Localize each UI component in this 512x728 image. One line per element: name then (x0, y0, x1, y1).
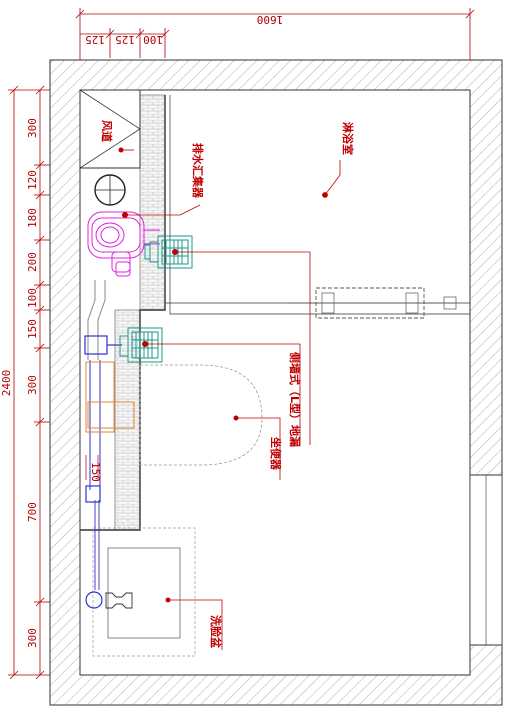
top-dimensions (75, 8, 475, 60)
drain-collector-label: 排水汇集器 (191, 143, 205, 199)
floor-drain-lower (119, 327, 163, 363)
left-dimensions (8, 85, 50, 680)
dim-left-seg-700: 700 (26, 502, 39, 522)
inner-dimension-150: 150 (85, 455, 102, 482)
dim-150-inner: 150 (89, 462, 102, 482)
air-duct: 风道 (79, 89, 141, 169)
dim-left-seg-300c: 300 (26, 628, 39, 648)
faucet-icon (105, 592, 133, 609)
dim-left-seg-300b: 300 (26, 375, 39, 395)
dim-left-seg-300a: 300 (26, 118, 39, 138)
dim-left-seg-150: 150 (26, 319, 39, 339)
air-duct-label: 风道 (100, 120, 114, 142)
washbasin (85, 527, 196, 657)
dim-top-seg-3: 100 (143, 33, 163, 46)
left-dimension-labels: 2400 300 120 180 200 100 150 300 700 300 (0, 118, 39, 648)
dim-top-total: 1600 (257, 13, 284, 26)
drain-collector (87, 211, 160, 277)
chase-wall-line (80, 95, 166, 531)
dim-left-seg-120: 120 (26, 170, 39, 190)
toilet (85, 361, 263, 466)
toilet-tank-outline (85, 361, 115, 433)
dim-left-seg-200: 200 (26, 252, 39, 272)
leader-lines (125, 160, 341, 650)
collector-body (87, 211, 145, 259)
drain-pipes (84, 280, 122, 590)
top-dimension-labels: 1600 125 125 100 (85, 13, 283, 46)
washbasin-drain-icon (85, 591, 103, 609)
dim-top-seg-2: 125 (115, 33, 135, 46)
side-drain-label: 侧墙式（L型）地漏 (288, 352, 302, 447)
room-labels: 排水汇集器 淋浴室 侧墙式（L型）地漏 坐便器 洗脸盆 (191, 122, 355, 649)
floor-drain-upper (144, 235, 193, 269)
toilet-label: 坐便器 (269, 437, 283, 471)
toilet-bowl (139, 364, 263, 466)
washbasin-label: 洗脸盆 (209, 615, 223, 649)
dim-left-total: 2400 (0, 370, 13, 397)
air-duct-box (79, 89, 141, 169)
dim-left-seg-100: 100 (26, 288, 39, 308)
dim-left-seg-180: 180 (26, 208, 39, 228)
upper-chase-brick (139, 94, 166, 311)
shower-screen (288, 287, 457, 319)
stack-pipe (94, 174, 126, 206)
shower-room-label: 淋浴室 (341, 122, 355, 155)
dim-top-seg-1: 125 (85, 33, 105, 46)
